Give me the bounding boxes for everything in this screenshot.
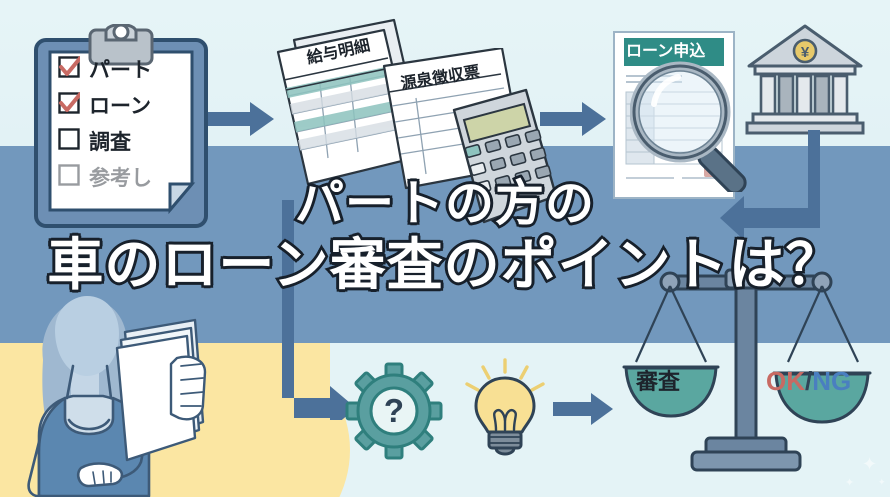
calculator: [452, 88, 560, 228]
checkbox-empty-icon[interactable]: [58, 128, 80, 150]
checklist-label: ローン: [89, 94, 151, 118]
checklist-clipboard: [32, 23, 210, 228]
question-mark-glyph: ?: [384, 392, 404, 429]
loan-application-header-label: ローン申込: [626, 41, 706, 60]
arrow-clipboard-to-documents: [208, 100, 276, 138]
ok-text: OK: [766, 366, 805, 396]
checklist-row[interactable]: 参考し: [58, 162, 188, 190]
gear-question: ?: [345, 362, 443, 460]
sparkle-icon: ✦: [862, 454, 878, 474]
checklist-label: 調査: [89, 130, 131, 154]
separator-text: /: [805, 366, 813, 396]
ng-text: NG: [812, 366, 852, 396]
magnifying-glass: [629, 60, 756, 195]
checkbox-empty-icon[interactable]: [58, 164, 80, 186]
idea-lightbulb: [462, 358, 548, 458]
checklist-label: 参考し: [89, 166, 152, 190]
scale-left-pan-label: 審査: [636, 370, 681, 395]
bank-building: ¥: [745, 24, 865, 136]
checklist-label: パート: [89, 58, 152, 82]
arrow-application-to-scale: [690, 130, 830, 260]
checkbox-checked-icon[interactable]: [58, 92, 80, 114]
arrow-documents-to-application: [540, 100, 608, 138]
checklist-row[interactable]: パート: [58, 54, 188, 82]
checklist-row[interactable]: 調査: [58, 126, 188, 154]
checkbox-checked-icon[interactable]: [58, 56, 80, 78]
sparkle-icon: ✦: [845, 477, 855, 489]
arrow-bulb-to-scale: [553, 392, 615, 426]
yen-symbol: ¥: [801, 44, 810, 61]
balance-scale: [598, 230, 890, 497]
sparkle-icon: ✦: [878, 477, 886, 487]
scale-right-pan-label: OK/NG: [766, 366, 851, 397]
checklist-row[interactable]: ローン: [58, 90, 188, 118]
part-time-worker-illustration: [0, 296, 230, 497]
